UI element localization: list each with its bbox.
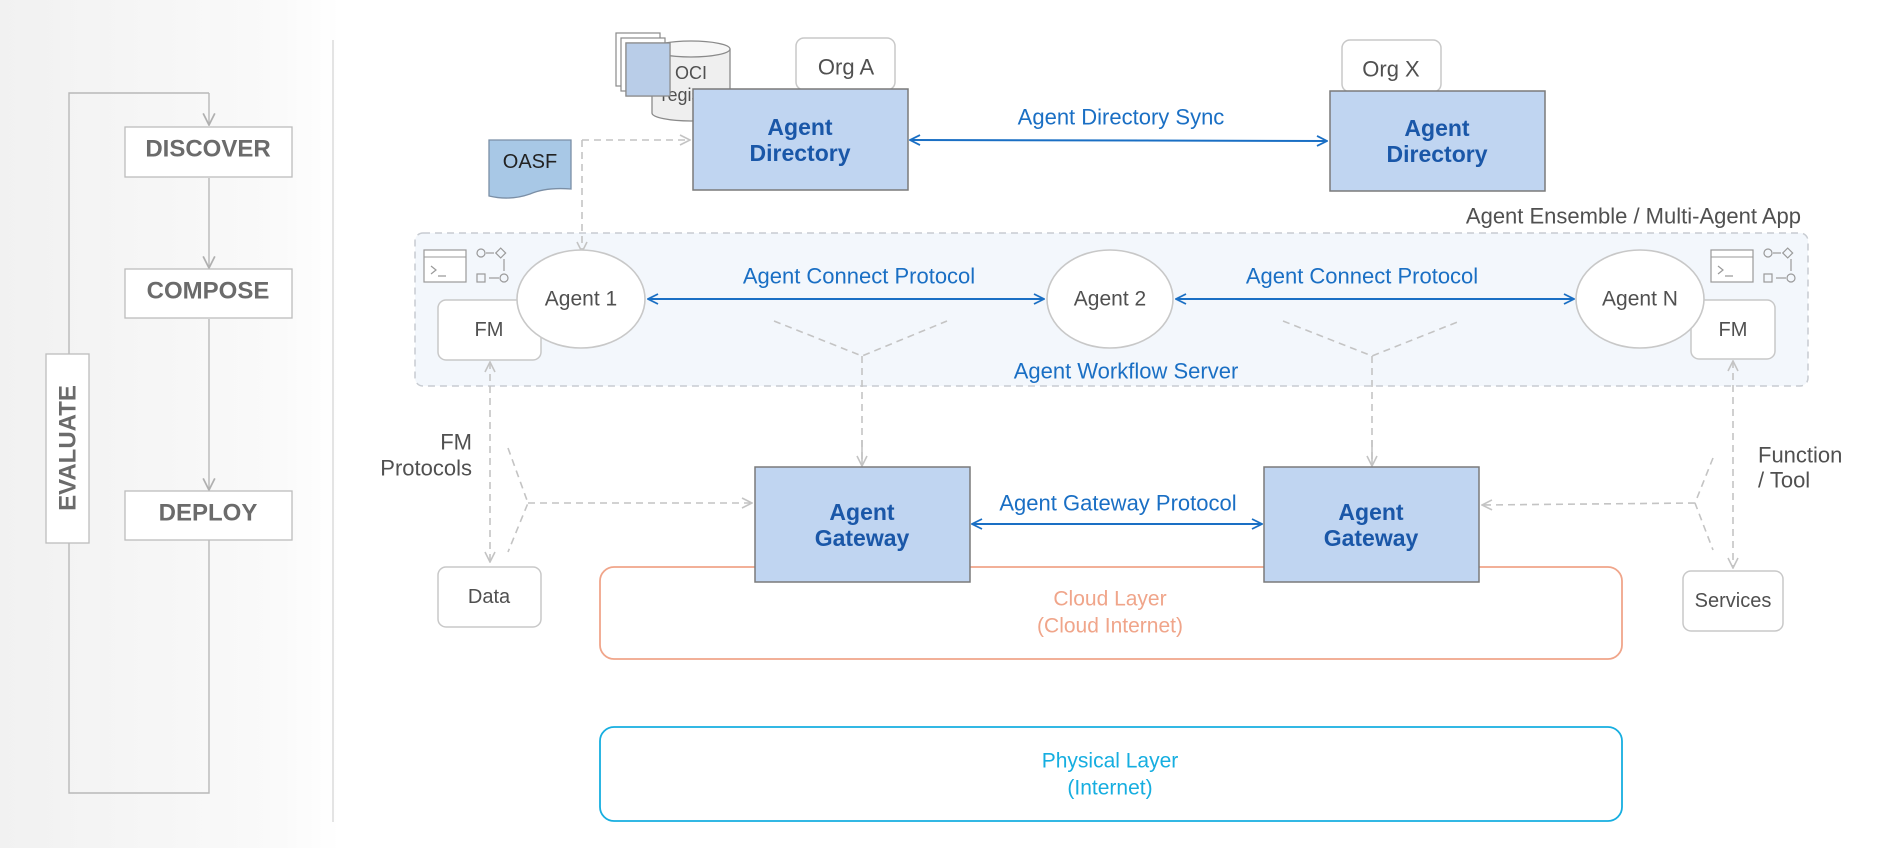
workflow-icon-left [476,247,509,283]
compose-label: COMPOSE [147,278,270,305]
evaluate-label: EVALUATE [55,385,82,511]
agent-1-node [516,249,646,349]
agent-directory-x-line2: Directory [1387,141,1488,167]
agent-directory-a-line2: Directory [750,140,851,166]
funnel-to-gateway-left [773,320,948,466]
tool-to-gateway-arrow [1482,457,1714,551]
evaluate-loop [68,92,210,794]
agent-2-label: Agent 2 [1074,288,1146,311]
oasf-label: OASF [503,151,557,173]
agent-gateway-right-line2: Gateway [1324,525,1419,551]
deploy-box [124,490,293,541]
function-tool-line1: Function [1758,443,1842,468]
function-tool-line2: / Tool [1758,468,1810,493]
discover-label: DISCOVER [145,136,270,163]
directory-sync-arrow [910,140,1327,141]
oasf-document-icon [488,139,572,199]
fm-protocols-line1: FM [440,430,472,455]
agent-directory-x [1329,90,1546,192]
services-label: Services [1695,590,1772,612]
data-box [437,566,542,628]
workflow-server-label: Agent Workflow Server [1014,359,1239,384]
agent-gateway-left-line1: Agent [829,499,895,525]
workflow-icon-right [1763,247,1796,283]
cloud-layer-line2: (Cloud Internet) [1037,615,1183,638]
gateway-protocol-label: Agent Gateway Protocol [999,491,1236,516]
agent-n-label: Agent N [1602,288,1678,311]
evaluate-box [45,353,90,544]
fm-protocols-line2: Protocols [380,456,472,481]
oci-front-sheet [625,42,671,97]
agent-directory-a-line1: Agent [767,114,833,140]
agent-gateway-left [754,466,971,583]
connect-label-2-n: Agent Connect Protocol [1246,264,1478,289]
compose-box [124,268,293,319]
terminal-icon-right [1710,249,1754,283]
data-label: Data [468,586,511,608]
connect-label-1-2: Agent Connect Protocol [743,264,975,289]
agent-gateway-right-line1: Agent [1338,499,1404,525]
ensemble-title: Agent Ensemble / Multi-Agent App [1466,204,1801,229]
cloud-layer [599,566,1623,660]
physical-layer [599,726,1623,822]
physical-layer-line2: (Internet) [1067,777,1152,800]
discover-box [124,126,293,178]
fm-left-label: FM [475,319,504,341]
oci-label-line1: OCI [675,63,707,83]
agent-1-label: Agent 1 [545,288,617,311]
physical-layer-line1: Physical Layer [1042,750,1179,773]
fm-to-gateway-arrow [507,447,752,553]
agent-gateway-right [1263,466,1480,583]
agent-gateway-left-line2: Gateway [815,525,910,551]
agent-n-node [1575,249,1705,349]
directory-sync-label: Agent Directory Sync [1018,105,1225,130]
terminal-icon-left [423,249,467,283]
lifecycle-panel: DISCOVER COMPOSE DEPLOY EVALUATE [45,40,334,822]
org-x-label: Org X [1362,57,1420,82]
fm-right-label: FM [1719,319,1748,341]
cloud-layer-line1: Cloud Layer [1053,588,1166,611]
services-box [1682,570,1784,632]
agent-directory-x-line1: Agent [1404,115,1470,141]
deploy-label: DEPLOY [159,500,258,527]
agent-directory-a [692,88,909,191]
agent-2-node [1046,249,1174,349]
funnel-to-gateway-right [1282,320,1461,466]
org-a-label: Org A [818,55,875,80]
